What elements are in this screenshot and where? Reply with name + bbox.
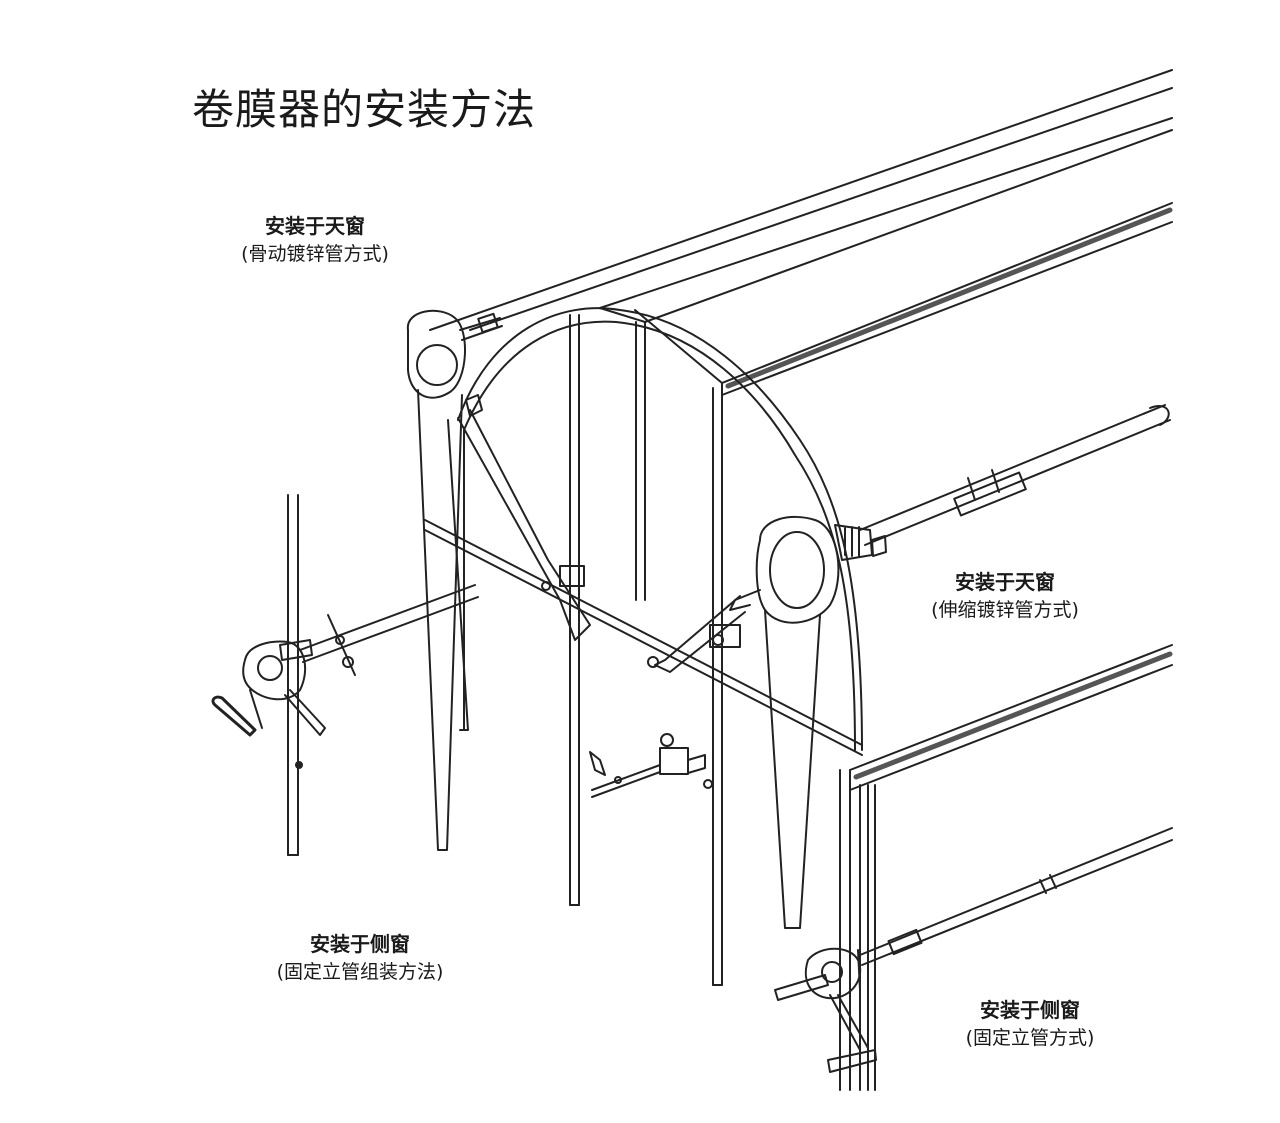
caption-roof-slide: 安装于天窗 (骨动镀锌管方式) [215, 212, 415, 268]
roof-rails [429, 69, 1173, 331]
lower-film-band [839, 644, 1173, 1091]
cross-bar [424, 519, 863, 756]
caption-roof-telescopic: 安装于天窗 (伸缩镀锌管方式) [905, 568, 1105, 624]
caption-side-assembly-subtitle: (固定立管组装方法) [276, 961, 444, 983]
side-winder-left [211, 494, 479, 856]
roof-roller-right [647, 515, 840, 929]
caption-side-fixed-subtitle: (固定立管方式) [965, 1027, 1095, 1049]
caption-side-fixed: 安装于侧窗 (固定立管方式) [945, 996, 1115, 1052]
caption-roof-slide-subtitle: (骨动镀锌管方式) [241, 243, 389, 265]
arch-frame [457, 307, 863, 986]
telescopic-tube [834, 404, 1171, 561]
roof-roller-left [406, 309, 591, 851]
exploded-clamp-parts [589, 733, 713, 798]
page-title: 卷膜器的安装方法 [192, 85, 537, 134]
upper-film-band [721, 202, 1173, 396]
side-tube-right [859, 827, 1173, 966]
caption-roof-telescopic-subtitle: (伸缩镀锌管方式) [931, 599, 1079, 621]
caption-roof-telescopic-title: 安装于天窗 [955, 570, 1055, 594]
side-winder-right [774, 947, 877, 1073]
caption-side-fixed-title: 安装于侧窗 [980, 998, 1080, 1022]
caption-side-assembly-title: 安装于侧窗 [310, 932, 410, 956]
caption-side-assembly: 安装于侧窗 (固定立管组装方法) [250, 930, 470, 986]
caption-roof-slide-title: 安装于天窗 [265, 214, 365, 238]
